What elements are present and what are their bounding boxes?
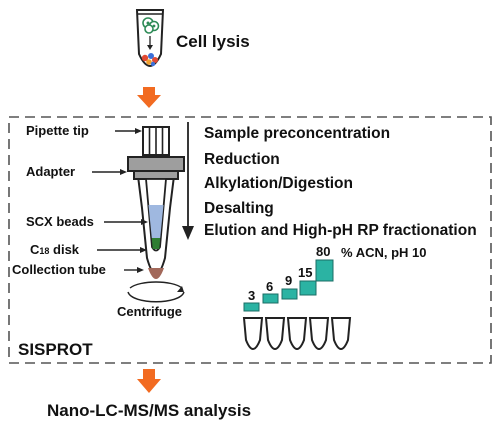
sisprot-device-icon (127, 126, 185, 303)
fractionation-steps (243, 259, 334, 312)
step-elution-fractionation: Elution and High-pH RP fractionation (204, 222, 477, 239)
acn-concentration-6: 6 (266, 279, 274, 294)
acn-concentration-80: 80 (316, 244, 331, 259)
fraction-tubes (242, 317, 352, 350)
step-desalting: Desalting (204, 200, 274, 217)
label-arrows (92, 128, 148, 273)
process-arrow-top (137, 87, 161, 108)
c18-disk-label: C18 disk (30, 242, 80, 257)
acn-ph-condition-label: % ACN, pH 10 (341, 245, 427, 260)
centrifuge-label: Centrifuge (117, 304, 182, 319)
pipette-tip-label: Pipette tip (26, 123, 89, 138)
step-reduction: Reduction (204, 151, 280, 168)
workflow-down-arrow (182, 122, 194, 240)
lysis-tube-icon (135, 9, 165, 67)
adapter-label: Adapter (26, 164, 76, 179)
nano-lc-msms-label: Nano-LC-MS/MS analysis (47, 401, 252, 420)
sisprot-label: SISPROT (18, 340, 93, 359)
sisprot-dashed-box (8, 116, 492, 364)
step-sample-preconcentration: Sample preconcentration (204, 125, 391, 142)
acn-concentration-15: 15 (298, 265, 313, 280)
cell-lysis-label: Cell lysis (176, 32, 250, 51)
step-alkylation-digestion: Alkylation/Digestion (204, 175, 353, 192)
scx-beads-label: SCX beads (26, 214, 94, 229)
process-arrow-bottom (137, 369, 161, 393)
acn-concentration-9: 9 (285, 273, 293, 288)
acn-concentration-3: 3 (248, 288, 256, 303)
collection-tube-label: Collection tube (12, 262, 106, 277)
